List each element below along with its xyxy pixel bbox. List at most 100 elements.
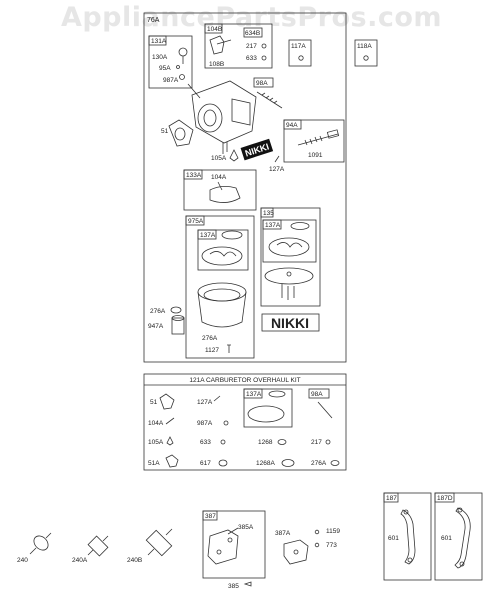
callout-240[interactable]: 240 — [17, 557, 28, 564]
kit-callout-137A[interactable]: 137A — [246, 391, 262, 398]
callout-108B[interactable]: 108B — [209, 61, 224, 68]
callout-187[interactable]: 187 — [386, 495, 397, 502]
kit-part-98A[interactable] — [317, 401, 333, 419]
tag-104B — [204, 23, 223, 34]
fuel-filter-240[interactable] — [29, 532, 52, 555]
part-385[interactable] — [243, 581, 252, 587]
kit-part-276A[interactable] — [330, 460, 340, 466]
callout-634B[interactable]: 634B — [245, 30, 260, 37]
callout-975A[interactable]: 975A — [188, 218, 204, 225]
float-bowl-part[interactable] — [197, 282, 247, 328]
callout-240B[interactable]: 240B — [127, 557, 142, 564]
pump-cover-part[interactable] — [264, 267, 314, 300]
callout-130A[interactable]: 130A — [152, 54, 168, 61]
gasket-51-part[interactable] — [168, 119, 194, 147]
part-773[interactable] — [314, 542, 320, 548]
fuel-pump-387A-part[interactable] — [283, 539, 309, 565]
callout-633[interactable]: 633 — [246, 55, 257, 62]
part-105A[interactable] — [229, 149, 239, 162]
main-jet-screw-part[interactable] — [297, 129, 340, 146]
kit-part-51A[interactable] — [165, 454, 179, 468]
callout-95A[interactable]: 95A — [159, 65, 171, 72]
part-118A[interactable] — [363, 55, 369, 61]
bracket-187D-part[interactable] — [454, 507, 471, 569]
kit-callout-51A[interactable]: 51A — [148, 460, 160, 467]
callout-385A[interactable]: 385A — [238, 524, 254, 531]
callout-601-187D[interactable]: 601 — [441, 535, 452, 542]
diaphragm-137A-part[interactable] — [201, 230, 243, 266]
callout-133A[interactable]: 133A — [186, 172, 202, 179]
kit-part-51[interactable] — [159, 393, 175, 410]
choke-lever-part[interactable] — [209, 35, 267, 61]
kit-callout-276A[interactable]: 276A — [311, 460, 327, 467]
kit-part-127A[interactable] — [213, 395, 221, 402]
kit-part-987A[interactable] — [223, 420, 229, 426]
kit-gasket-small[interactable] — [268, 390, 286, 398]
float-valve-part[interactable] — [176, 47, 188, 80]
kit-part-104A[interactable] — [165, 417, 175, 425]
kit-part-633[interactable] — [220, 439, 226, 445]
kit-callout-105A[interactable]: 105A — [148, 439, 164, 446]
callout-137A[interactable]: 137A — [200, 232, 216, 239]
kit-callout-633[interactable]: 633 — [200, 439, 211, 446]
part-276A[interactable] — [170, 306, 182, 314]
callout-773[interactable]: 773 — [326, 542, 337, 549]
callout-947A[interactable]: 947A — [148, 323, 164, 330]
bowl-nut-part[interactable] — [171, 315, 185, 335]
callout-276A[interactable]: 276A — [150, 308, 166, 315]
callout-135[interactable]: 135 — [263, 210, 274, 217]
kit-callout-98A[interactable]: 98A — [311, 391, 323, 398]
fuel-pump-387-part[interactable] — [207, 529, 239, 565]
callout-117A[interactable]: 117A — [291, 43, 306, 50]
kit-part-1268[interactable] — [277, 439, 287, 445]
kit-callout-217[interactable]: 217 — [311, 439, 322, 446]
callout-104A[interactable]: 104A — [211, 174, 227, 181]
callout-217[interactable]: 217 — [246, 43, 257, 50]
bracket-187-part[interactable] — [400, 509, 416, 565]
float-part[interactable] — [209, 181, 241, 203]
callout-94A[interactable]: 94A — [286, 122, 298, 129]
callout-98A[interactable]: 98A — [256, 80, 268, 87]
callout-118A[interactable]: 118A — [357, 43, 372, 50]
callout-276A-2[interactable]: 276A — [202, 335, 218, 342]
part-1127[interactable] — [227, 344, 231, 353]
kit-callout-104A[interactable]: 104A — [148, 420, 164, 427]
callout-387A[interactable]: 387A — [275, 530, 291, 537]
part-1159[interactable] — [314, 529, 320, 535]
diaphragm-135-part[interactable] — [268, 222, 310, 257]
kit-part-1268A[interactable] — [281, 459, 295, 467]
callout-385[interactable]: 385 — [228, 583, 239, 590]
fuel-filter-240B[interactable] — [145, 528, 173, 557]
callout-104B[interactable]: 104B — [207, 26, 222, 33]
kit-callout-127A[interactable]: 127A — [197, 399, 213, 406]
callout-131A[interactable]: 131A — [151, 38, 167, 45]
nikki-label-small: NIKKI — [240, 138, 274, 161]
callout-137A-2[interactable]: 137A — [265, 222, 281, 229]
callout-187D[interactable]: 187D — [437, 495, 453, 502]
tag-131A — [148, 35, 167, 46]
group-label-76A: 76A — [147, 17, 160, 24]
callout-105A[interactable]: 105A — [211, 155, 227, 162]
idle-screw-part[interactable] — [256, 91, 283, 109]
kit-callout-1268[interactable]: 1268 — [258, 439, 273, 446]
kit-part-617[interactable] — [218, 459, 228, 467]
fuel-filter-240A[interactable] — [87, 535, 109, 557]
kit-callout-987A[interactable]: 987A — [197, 420, 213, 427]
callout-1091[interactable]: 1091 — [308, 152, 323, 159]
callout-127A[interactable]: 127A — [269, 166, 285, 173]
callout-1127[interactable]: 1127 — [205, 347, 219, 354]
callout-51[interactable]: 51 — [161, 128, 169, 135]
part-117A[interactable] — [298, 55, 304, 61]
callout-1159[interactable]: 1159 — [326, 528, 340, 535]
kit-part-105A[interactable] — [166, 436, 174, 446]
callout-240A[interactable]: 240A — [72, 557, 88, 564]
kit-callout-51[interactable]: 51 — [150, 399, 158, 406]
callout-387[interactable]: 387 — [205, 513, 216, 520]
kit-diaphragm[interactable] — [247, 405, 285, 423]
kit-part-217[interactable] — [325, 439, 331, 445]
carburetor-body[interactable] — [187, 80, 257, 154]
kit-callout-1268A[interactable]: 1268A — [256, 460, 275, 467]
kit-callout-617[interactable]: 617 — [200, 460, 211, 467]
callout-987A[interactable]: 987A — [163, 77, 179, 84]
callout-601[interactable]: 601 — [388, 535, 399, 542]
